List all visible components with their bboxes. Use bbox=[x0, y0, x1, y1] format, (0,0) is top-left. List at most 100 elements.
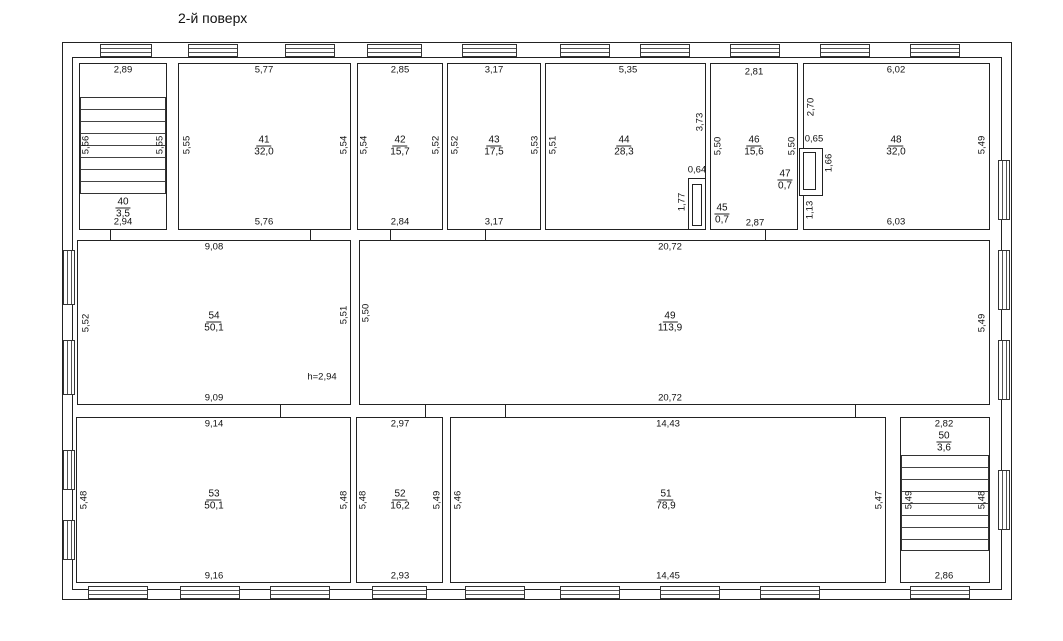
dimension: 5,48 bbox=[357, 490, 369, 510]
window bbox=[285, 44, 335, 57]
dimension: 2,70 bbox=[805, 97, 817, 117]
door bbox=[765, 230, 766, 240]
window bbox=[998, 160, 1010, 220]
room-area: 0,7 bbox=[778, 180, 792, 192]
dimension: 2,97 bbox=[390, 418, 410, 430]
window bbox=[998, 340, 1010, 400]
window bbox=[63, 340, 75, 395]
room-area: 15,7 bbox=[390, 146, 410, 158]
window bbox=[910, 586, 970, 599]
room-number: 49 bbox=[662, 310, 678, 323]
room-46 bbox=[710, 63, 798, 230]
room-47 bbox=[799, 148, 823, 196]
dimension: 5,56 bbox=[80, 135, 92, 155]
dimension: 5,55 bbox=[181, 135, 193, 155]
window bbox=[180, 586, 240, 599]
ceiling-height-note: h=2,94 bbox=[307, 371, 337, 383]
dimension: 5,50 bbox=[786, 136, 798, 156]
room-number: 43 bbox=[486, 134, 502, 147]
door bbox=[425, 405, 426, 417]
room-45 bbox=[688, 178, 706, 230]
room-area: 113,9 bbox=[657, 322, 683, 334]
dimension: 14,43 bbox=[656, 418, 680, 430]
window bbox=[760, 586, 820, 599]
window bbox=[560, 586, 620, 599]
window bbox=[63, 520, 75, 560]
shaft bbox=[803, 152, 816, 190]
window bbox=[372, 586, 427, 599]
dimension: 5,49 bbox=[976, 313, 988, 333]
window bbox=[660, 586, 720, 599]
dimension: 14,45 bbox=[656, 570, 680, 582]
dimension: 5,51 bbox=[547, 135, 559, 155]
dimension: 2,84 bbox=[390, 216, 410, 228]
dimension: 5,49 bbox=[431, 490, 443, 510]
window bbox=[998, 470, 1010, 530]
dimension: 5,49 bbox=[976, 135, 988, 155]
window bbox=[910, 44, 960, 57]
room-area: 3,6 bbox=[937, 442, 951, 454]
door bbox=[310, 230, 311, 240]
dimension: 5,51 bbox=[338, 305, 350, 325]
window bbox=[465, 586, 525, 599]
room-area: 16,2 bbox=[390, 500, 410, 512]
dimension: 0,64 bbox=[687, 164, 707, 176]
dimension: 5,50 bbox=[712, 136, 724, 156]
staircase bbox=[901, 455, 989, 551]
dimension: 1,13 bbox=[804, 200, 816, 220]
floor-title: 2-й поверх bbox=[178, 10, 248, 26]
dimension: 5,35 bbox=[618, 64, 638, 76]
window bbox=[462, 44, 517, 57]
dimension: 5,47 bbox=[873, 490, 885, 510]
door bbox=[505, 405, 506, 417]
dimension: 2,94 bbox=[113, 216, 133, 228]
room-number: 42 bbox=[392, 134, 408, 147]
room-40 bbox=[79, 63, 167, 230]
room-area: 3,5 bbox=[116, 208, 130, 220]
room-48 bbox=[803, 63, 990, 230]
window bbox=[998, 250, 1010, 310]
dimension: 3,17 bbox=[484, 216, 504, 228]
dimension: 1,66 bbox=[823, 153, 835, 173]
dimension: 6,02 bbox=[886, 64, 906, 76]
room-area: 50,1 bbox=[204, 500, 224, 512]
room-54 bbox=[77, 240, 351, 405]
window bbox=[63, 450, 75, 490]
room-number: 46 bbox=[746, 134, 762, 147]
door bbox=[855, 405, 856, 417]
dimension: 20,72 bbox=[658, 241, 682, 253]
dimension: 5,52 bbox=[430, 135, 442, 155]
room-44 bbox=[545, 63, 706, 230]
dimension: 9,16 bbox=[204, 570, 224, 582]
inner-wall bbox=[72, 57, 1002, 590]
dimension: 5,49 bbox=[903, 490, 915, 510]
dimension: 2,93 bbox=[390, 570, 410, 582]
dimension: 5,50 bbox=[360, 303, 372, 323]
dimension: 5,48 bbox=[78, 490, 90, 510]
room-49 bbox=[359, 240, 990, 405]
dimension: 5,48 bbox=[338, 490, 350, 510]
room-number: 54 bbox=[206, 310, 222, 323]
room-50 bbox=[900, 417, 990, 583]
dimension: 2,82 bbox=[934, 418, 954, 430]
room-number: 41 bbox=[256, 134, 272, 147]
dimension: 2,85 bbox=[390, 64, 410, 76]
window bbox=[730, 44, 780, 57]
dimension: 3,73 bbox=[694, 112, 706, 132]
dimension: 5,52 bbox=[80, 313, 92, 333]
window bbox=[88, 586, 148, 599]
room-area: 0,7 bbox=[715, 214, 729, 226]
window bbox=[820, 44, 870, 57]
outer-wall bbox=[62, 42, 1012, 600]
window bbox=[367, 44, 422, 57]
